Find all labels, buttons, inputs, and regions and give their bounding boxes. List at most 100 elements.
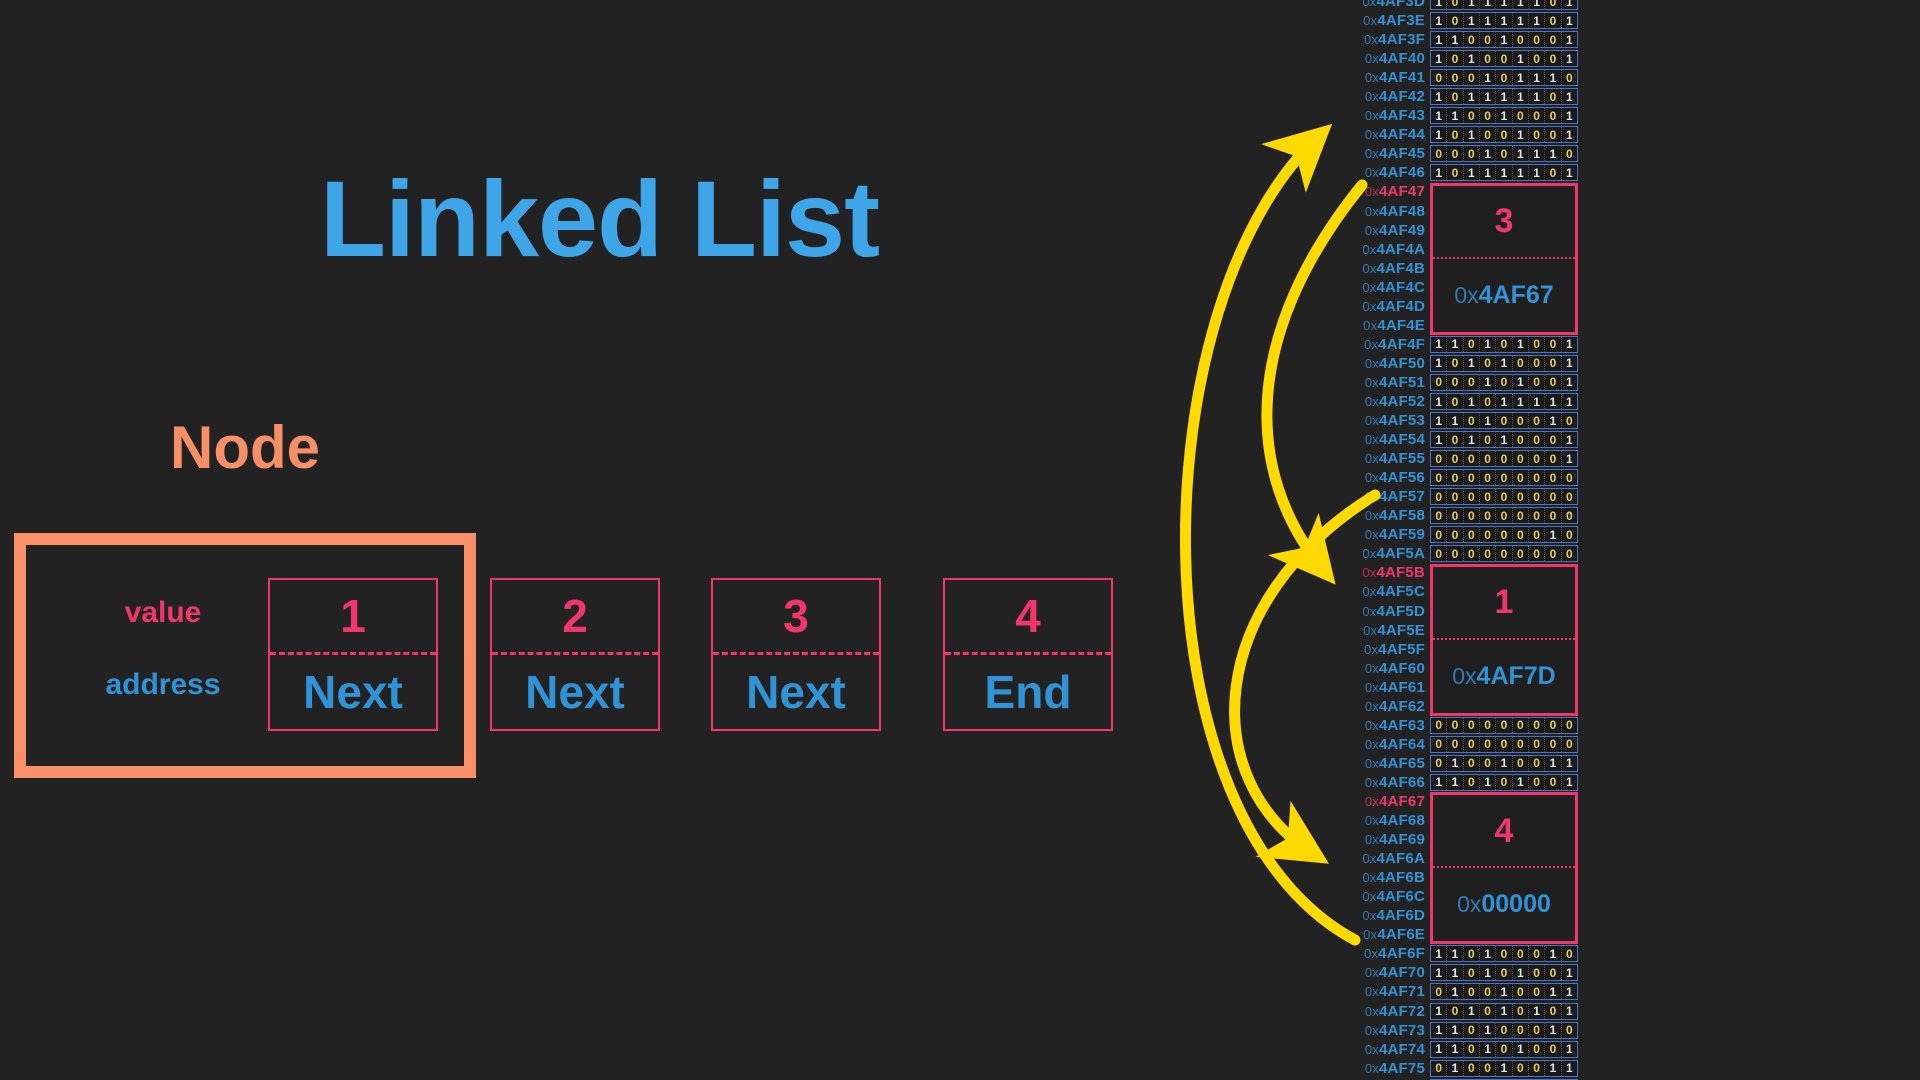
memory-bit: 1 xyxy=(1565,1061,1573,1076)
memory-address: 0x4AF60 xyxy=(1364,659,1425,677)
memory-bit: 0 xyxy=(1447,546,1464,562)
memory-bit: 1 xyxy=(1447,755,1464,771)
memory-bit: 0 xyxy=(1480,451,1497,467)
memory-bit: 1 xyxy=(1529,1003,1546,1019)
memory-node-block[interactable]: 3 0x4AF67 xyxy=(1430,182,1578,335)
memory-row: 0x4AF48 xyxy=(1330,202,1920,221)
memory-bit: 0 xyxy=(1496,374,1513,390)
memory-bit: 1 xyxy=(1431,1041,1448,1057)
memory-bit: 0 xyxy=(1447,736,1464,752)
memory-bit: 1 xyxy=(1565,965,1573,980)
memory-bit: 1 xyxy=(1565,984,1573,999)
memory-bit: 1 xyxy=(1565,1042,1573,1057)
memory-node-pointer-slot: 0x4AF7D xyxy=(1433,640,1575,713)
memory-node-pointer: 0x4AF67 xyxy=(1454,280,1554,309)
memory-bit: 0 xyxy=(1464,717,1480,733)
memory-bit: 0 xyxy=(1447,508,1464,524)
memory-address: 0x4AF4F xyxy=(1364,335,1425,353)
hex-prefix: 0x xyxy=(1362,603,1377,619)
memory-bit: 1 xyxy=(1545,394,1562,409)
memory-bit: 1 xyxy=(1480,946,1497,962)
memory-bit: 0 xyxy=(1565,146,1573,161)
memory-bit: 0 xyxy=(1496,1022,1513,1038)
memory-bit: 0 xyxy=(1464,413,1480,429)
memory-bit: 0 xyxy=(1529,355,1546,371)
memory-bit: 0 xyxy=(1545,508,1562,524)
memory-bit: 0 xyxy=(1496,470,1513,486)
list-node-3[interactable]: 3 Next xyxy=(711,578,881,731)
memory-address: 0x4AF6F xyxy=(1364,945,1425,963)
memory-row: 0x4AF5D xyxy=(1330,602,1920,621)
memory-row: 0x4AF49 xyxy=(1330,221,1920,240)
memory-bit: 0 xyxy=(1447,717,1464,733)
memory-bit: 1 xyxy=(1496,13,1513,29)
memory-bit: 1 xyxy=(1464,0,1480,10)
hex-prefix: 0x xyxy=(1362,260,1377,276)
memory-bit: 1 xyxy=(1464,127,1480,143)
list-node-4[interactable]: 4 End xyxy=(943,578,1113,731)
memory-bit: 0 xyxy=(1529,374,1546,390)
memory-address: 0x4AF3E xyxy=(1363,12,1425,30)
memory-bit: 1 xyxy=(1496,89,1513,105)
memory-bit: 0 xyxy=(1529,1041,1546,1057)
memory-bit: 0 xyxy=(1545,355,1562,371)
memory-bit: 1 xyxy=(1545,946,1562,962)
memory-bit: 0 xyxy=(1480,32,1497,48)
memory-node-value-slot: 3 xyxy=(1433,186,1575,259)
node-value-slot: 2 xyxy=(492,580,658,655)
memory-bit: 0 xyxy=(1431,1060,1448,1076)
memory-bit: 0 xyxy=(1496,965,1513,981)
memory-bit: 0 xyxy=(1464,32,1480,48)
memory-bit: 0 xyxy=(1431,146,1448,162)
memory-address: 0x4AF56 xyxy=(1364,469,1425,487)
memory-bit: 0 xyxy=(1513,108,1529,124)
memory-bit: 0 xyxy=(1431,489,1448,505)
hex-prefix: 0x xyxy=(1362,565,1377,581)
list-node-2[interactable]: 2 Next xyxy=(490,578,660,731)
memory-bit: 0 xyxy=(1464,374,1480,390)
node-value-slot: 3 xyxy=(713,580,879,655)
memory-bit: 0 xyxy=(1496,451,1513,467)
memory-bit: 1 xyxy=(1480,374,1497,390)
hex-prefix: 0x xyxy=(1362,241,1377,257)
memory-bit: 0 xyxy=(1565,737,1573,752)
memory-bit: 0 xyxy=(1464,451,1480,467)
node-value: 1 xyxy=(340,589,366,642)
memory-bit: 1 xyxy=(1480,70,1497,86)
list-node-1[interactable]: 1 Next xyxy=(268,578,438,731)
memory-bit: 1 xyxy=(1545,413,1562,429)
memory-bit: 0 xyxy=(1480,108,1497,124)
memory-bit: 1 xyxy=(1464,355,1480,371)
memory-row: 0x4AF5C xyxy=(1330,582,1920,601)
memory-node-pointer-slot: 0x4AF67 xyxy=(1433,259,1575,332)
memory-address: 0x4AF49 xyxy=(1364,221,1425,239)
memory-bit: 1 xyxy=(1545,984,1562,1000)
memory-bit: 1 xyxy=(1513,394,1529,409)
memory-bit: 0 xyxy=(1447,355,1464,371)
hex-prefix: 0x xyxy=(1364,508,1379,524)
memory-bit: 0 xyxy=(1529,1060,1546,1076)
memory-address: 0x4AF6C xyxy=(1362,888,1425,906)
memory-bit: 1 xyxy=(1480,774,1497,790)
memory-bit: 0 xyxy=(1480,489,1497,505)
hex-prefix: 0x xyxy=(1362,908,1377,924)
memory-bit: 1 xyxy=(1447,984,1464,1000)
